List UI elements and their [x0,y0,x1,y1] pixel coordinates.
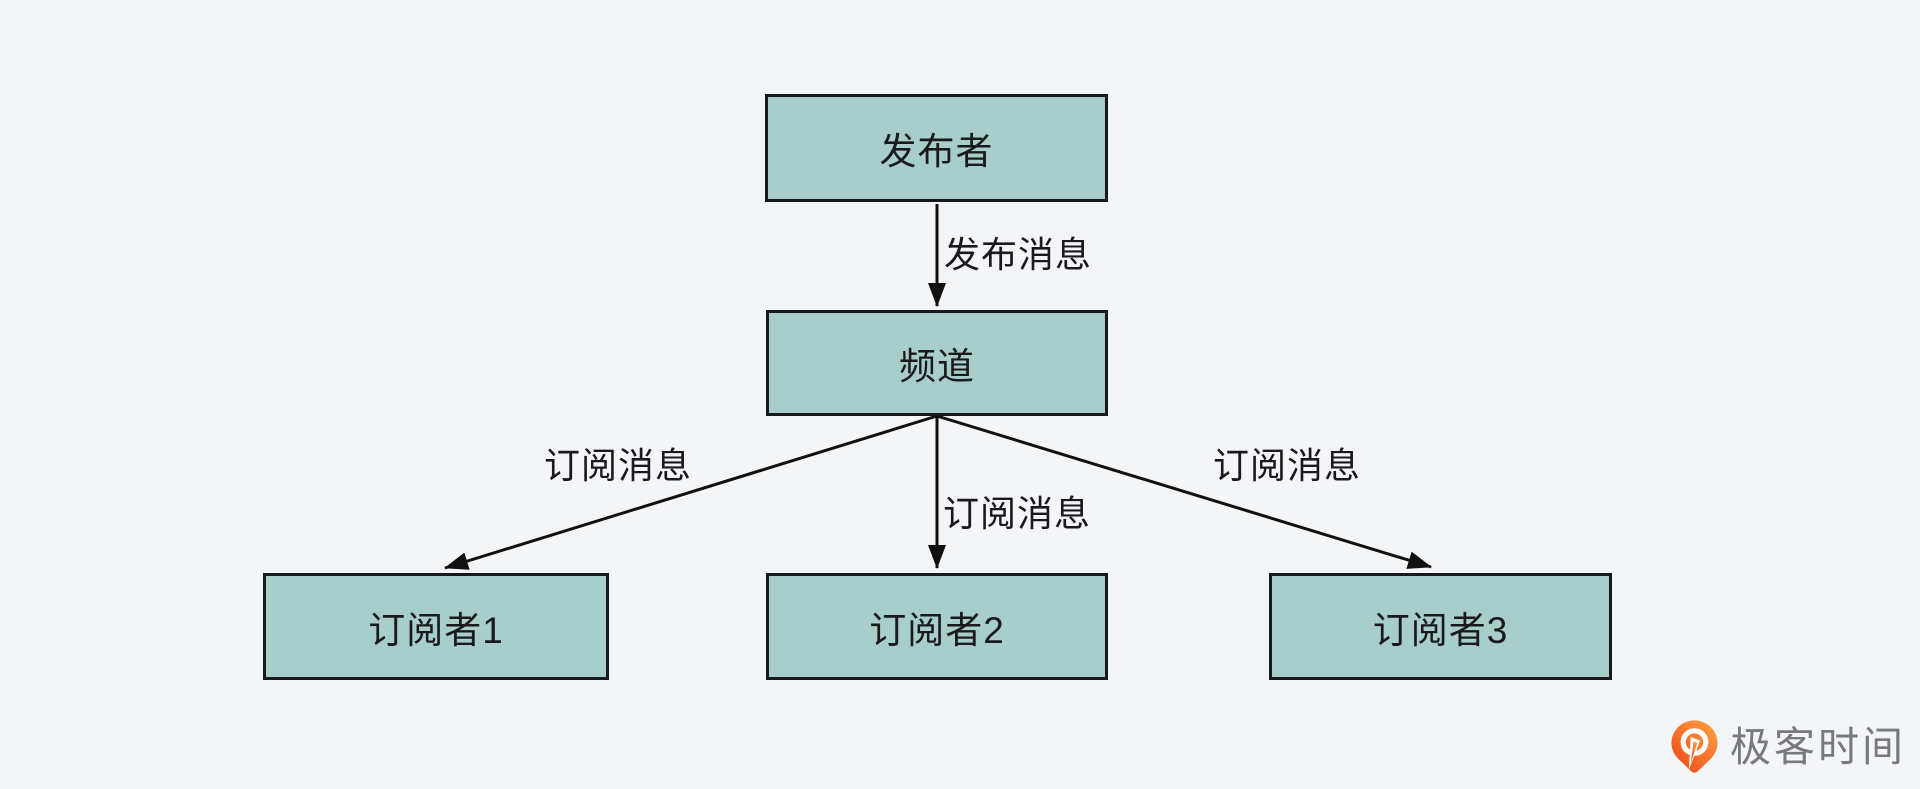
node-channel-label: 频道 [899,346,975,387]
geektime-logo-icon [1671,720,1718,773]
node-subscriber2: 订阅者2 [766,573,1108,680]
node-subscriber1: 订阅者1 [263,573,609,680]
node-publisher-label: 发布者 [879,131,994,172]
edge-label-subscribe-message-left: 订阅消息 [544,445,693,486]
node-subscriber1-label: 订阅者1 [368,609,504,651]
edge-label-publish-message: 发布消息 [944,234,1093,275]
geektime-brand-text: 极客时间 [1730,724,1906,770]
arrow-channel-to-subscriber3 [936,414,1432,569]
arrow-channel-to-subscriber1 [444,414,938,570]
node-subscriber3-label: 订阅者3 [1372,609,1509,651]
edge-label-subscribe-message-right: 订阅消息 [1213,445,1362,486]
node-publisher: 发布者 [765,94,1108,202]
node-channel: 频道 [766,310,1108,416]
node-subscriber2-label: 订阅者2 [869,609,1005,651]
geektime-watermark: 极客时间 [1671,717,1906,777]
edge-label-subscribe-message-middle: 订阅消息 [943,493,1092,534]
node-subscriber3: 订阅者3 [1269,573,1612,680]
